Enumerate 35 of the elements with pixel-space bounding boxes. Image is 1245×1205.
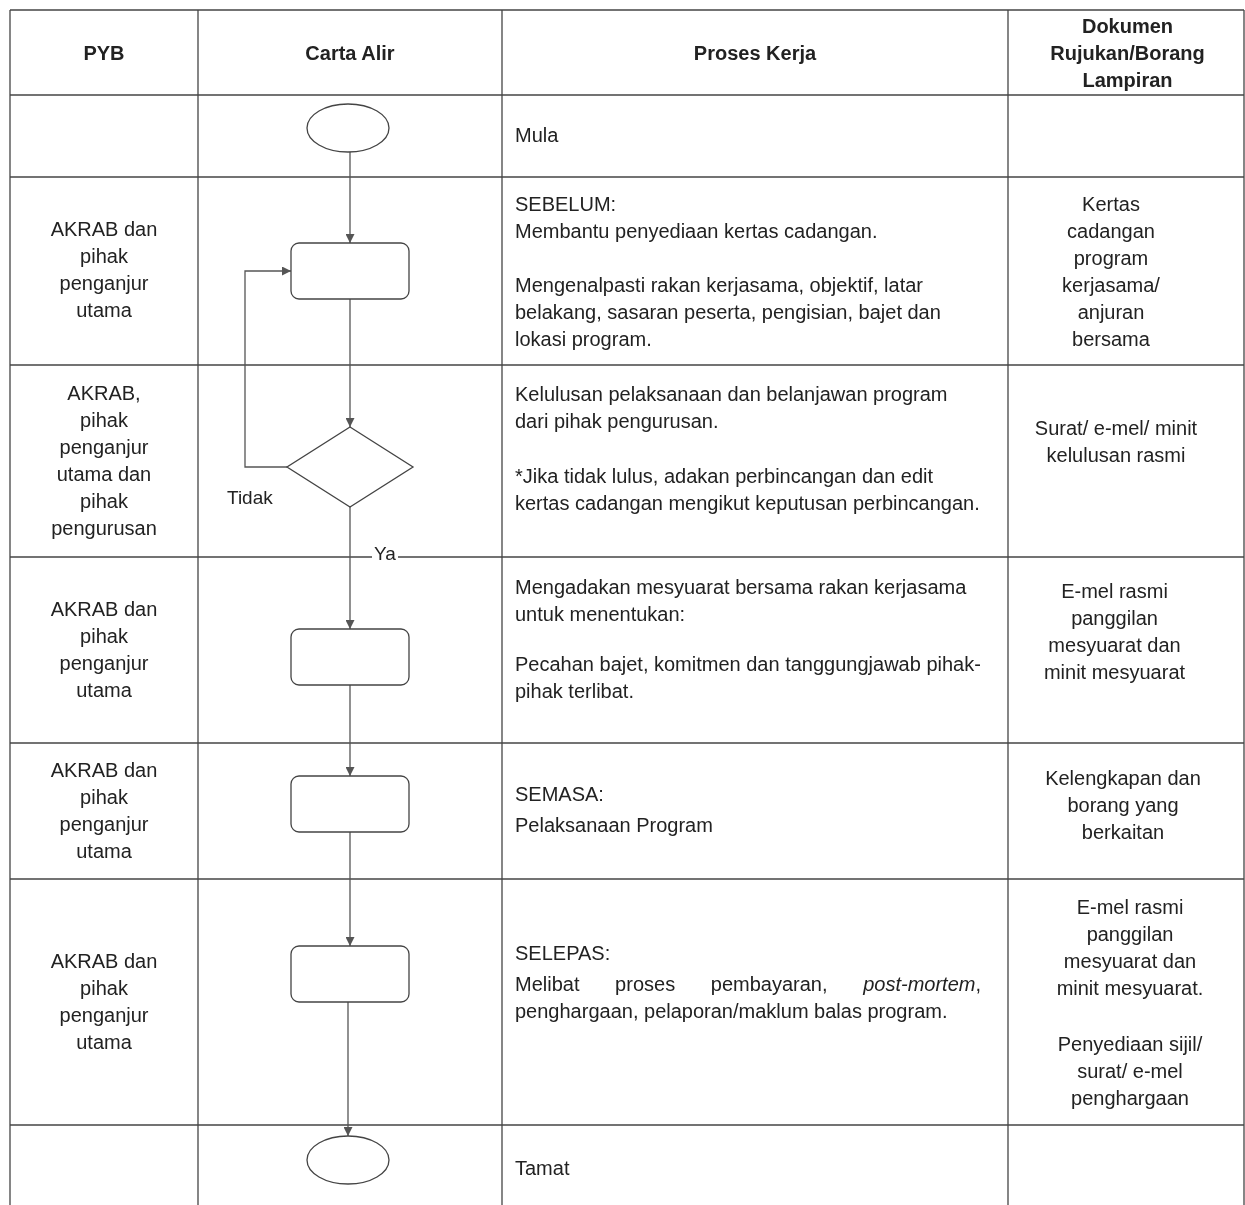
column-header: Carta Alir xyxy=(304,41,396,66)
table-cell-text: AKRAB dan pihak penganjur utama xyxy=(49,217,159,323)
arrow xyxy=(345,831,355,947)
table-cell-text: Mula xyxy=(515,123,560,148)
arrow xyxy=(345,684,355,777)
table-cell-text: Mengadakan mesyuarat bersama rakan kerjasama untuk menentukan: xyxy=(515,575,968,627)
table-cell-text: Surat/ e-mel/ minit kelulusan rasmi xyxy=(1033,416,1199,468)
table-cell-text: Pecahan bajet, komitmen dan tanggungjawab pihak-pihak terlibat. xyxy=(515,652,982,704)
column-header: Proses Kerja xyxy=(692,41,818,66)
table-cell-text: Mengenalpasti rakan kerjasama, objektif, latar belakang, sasaran peserta, pengisian, bajet dan lokasi program. xyxy=(515,273,942,352)
table-cell-text: SEBELUM: xyxy=(515,192,618,217)
arrow xyxy=(345,298,355,428)
arrow xyxy=(345,151,355,244)
table-cell-text: E-mel rasmi panggilan mesyuarat dan minit mesyuarat xyxy=(1042,579,1187,685)
table-cell-text: Membantu penyediaan kertas cadangan. xyxy=(515,219,879,244)
arrow xyxy=(345,506,355,630)
arrow xyxy=(244,266,292,468)
table-cell-text: Penyediaan sijil/ surat/ e-mel penghargaan xyxy=(1056,1032,1204,1111)
table-cell-text: *Jika tidak lulus, adakan perbincangan dan edit kertas cadangan mengikut keputusan perbincangan. xyxy=(515,464,981,516)
table-cell-text: Pelaksanaan Program xyxy=(515,813,714,838)
table-cell-text: SELEPAS: xyxy=(515,941,612,966)
table-cell-text: Melibat proses pembayaran, post-mortem, penghargaan, pelaporan/maklum balas program. xyxy=(515,972,981,1024)
arrow xyxy=(343,1001,353,1137)
table-cell-text: Kelengkapan dan borang yang berkaitan xyxy=(1044,766,1202,845)
table-cell-text: Tamat xyxy=(515,1156,571,1181)
table-cell-text: AKRAB dan pihak penganjur utama xyxy=(49,949,159,1055)
column-header: PYB xyxy=(82,41,126,66)
table-cell-text: AKRAB dan pihak penganjur utama xyxy=(49,758,159,864)
table-cell-text: SEMASA: xyxy=(515,782,605,807)
column-header: Dokumen Rujukan/Borang Lampiran xyxy=(1049,14,1206,93)
table-cell-text: E-mel rasmi panggilan mesyuarat dan minit mesyuarat. xyxy=(1055,895,1205,1001)
table-cell-text: AKRAB dan pihak penganjur utama xyxy=(49,597,159,703)
table-cell-text: AKRAB, pihak penganjur utama dan pihak pengurusan xyxy=(50,381,158,541)
table-cell-text: Kelulusan pelaksanaan dan belanjawan program dari pihak pengurusan. xyxy=(515,382,949,434)
table-cell-text: Kertas cadangan program kerjasama/ anjuran bersama xyxy=(1061,192,1161,352)
